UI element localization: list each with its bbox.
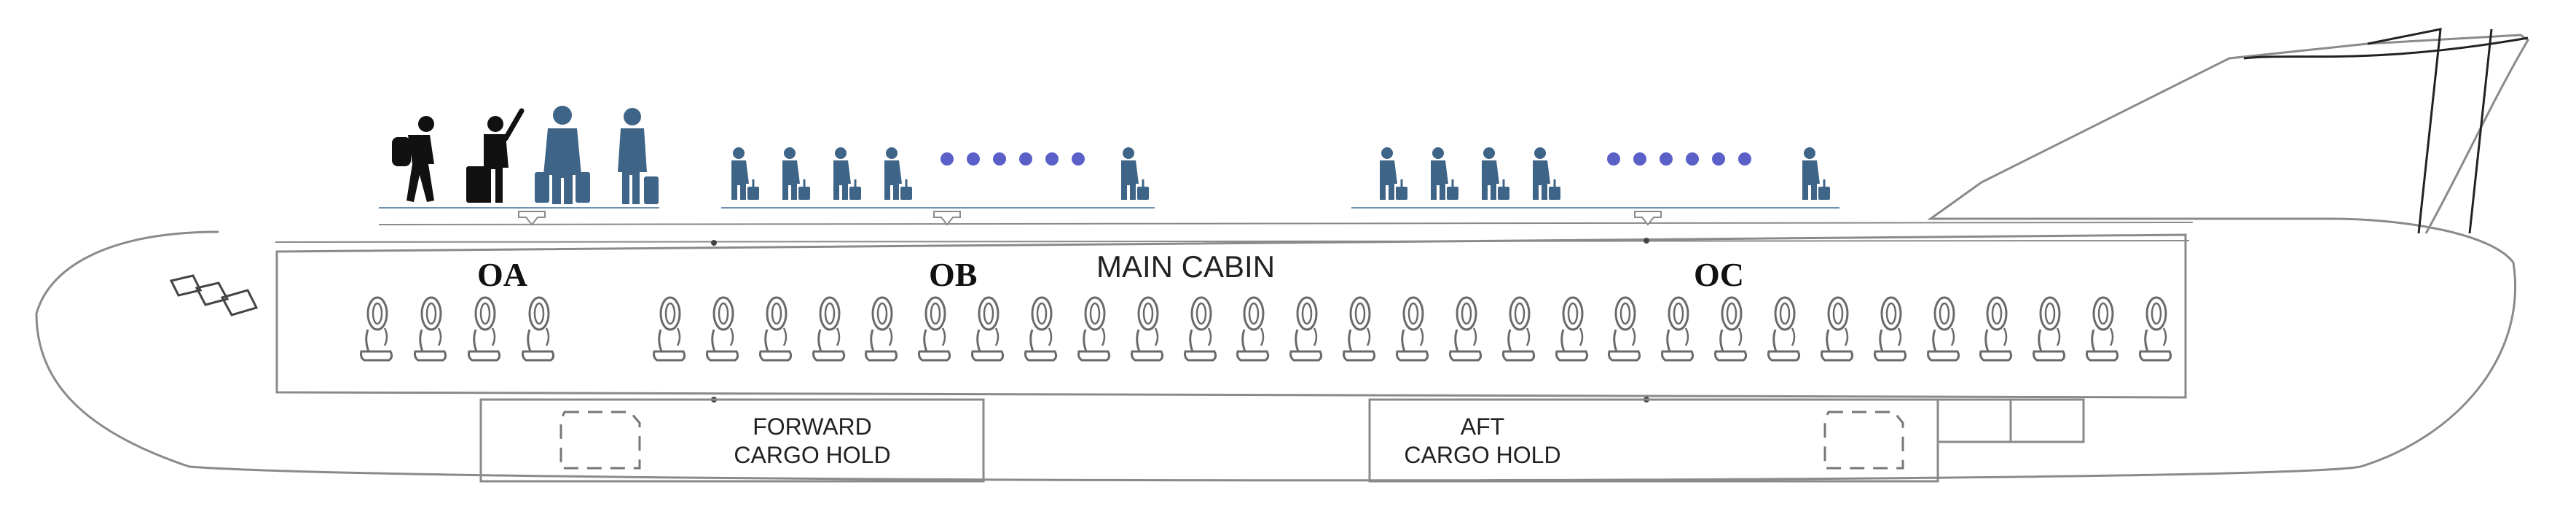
ellipsis-dot	[993, 152, 1006, 166]
passenger-with-luggage-icon	[1378, 146, 1409, 201]
seat-icon	[522, 296, 555, 362]
passenger-with-luggage-icon	[883, 146, 914, 201]
seat-icon	[2139, 296, 2172, 362]
seat-icon	[1077, 296, 1111, 362]
boarding-queue-oa	[379, 106, 659, 225]
cabin-outline	[275, 233, 2187, 399]
seat-icon	[1396, 296, 1429, 362]
seat-icon	[2033, 296, 2066, 362]
seat-icon	[1979, 296, 2013, 362]
seat-icon	[865, 296, 898, 362]
door-arrow-icon	[933, 211, 961, 225]
ellipsis-dot	[1633, 152, 1646, 166]
seat-icon	[1343, 296, 1376, 362]
ellipsis-dot	[1712, 152, 1725, 166]
door-arrow-icon	[518, 211, 546, 225]
ellipsis-dot	[1738, 152, 1751, 166]
ellipsis-dot	[1072, 152, 1085, 166]
ellipsis-dot	[1686, 152, 1699, 166]
seat-icon	[653, 296, 686, 362]
container-icon	[559, 411, 641, 470]
seat-icon	[1502, 296, 1536, 362]
aft-hold-label-line2: CARGO HOLD	[1404, 442, 1560, 468]
ellipsis-dot	[941, 152, 954, 166]
ellipsis-dot	[1660, 152, 1673, 166]
traveler-icon	[618, 108, 659, 204]
forward-hold-label-line2: CARGO HOLD	[734, 442, 890, 468]
passenger-with-luggage-icon	[781, 146, 812, 201]
seat-icon	[706, 296, 739, 362]
seat-icon	[1874, 296, 1907, 362]
seat-icon	[360, 296, 393, 362]
seat-icon	[414, 296, 447, 362]
boarding-queue-oc	[1351, 146, 1839, 225]
forward-hold-label-line1: FORWARD	[753, 413, 872, 440]
seat-icon	[918, 296, 951, 362]
passenger-with-luggage-icon	[1531, 146, 1562, 201]
seat-icon	[1449, 296, 1483, 362]
backpacker-icon	[392, 116, 434, 202]
passenger-with-luggage-icon	[1480, 146, 1511, 201]
cockpit-windows	[169, 274, 259, 316]
zone-label-oa: OA	[477, 256, 527, 293]
seat-icon	[971, 296, 1005, 362]
seat-icon	[1289, 296, 1323, 362]
seat-icon	[1927, 296, 1960, 362]
seat-icon	[1767, 296, 1801, 362]
ellipsis-dot	[1607, 152, 1620, 166]
zone-label-oc: OC	[1694, 256, 1744, 293]
forward-cargo-hold: FORWARD CARGO HOLD	[479, 398, 985, 483]
passenger-with-luggage-icon	[1801, 146, 1831, 201]
seat-icon	[1131, 296, 1164, 362]
passenger-with-luggage-icon	[832, 146, 863, 201]
ellipsis-dot	[967, 152, 980, 166]
fuselage-belly-line	[378, 222, 2194, 225]
seat-icon	[2086, 296, 2119, 362]
seat-icon	[1714, 296, 1748, 362]
seat-icon	[1024, 296, 1058, 362]
seat-icon	[759, 296, 793, 362]
passenger-with-luggage-icon	[1429, 146, 1460, 201]
seat-icon	[1555, 296, 1589, 362]
aft-cargo-hold: AFT CARGO HOLD	[1368, 398, 2085, 483]
seat-rows	[360, 296, 2172, 362]
aft-hold-label-line1: AFT	[1461, 413, 1504, 440]
seat-icon	[468, 296, 501, 362]
main-cabin-label: MAIN CABIN	[1096, 249, 1275, 284]
seat-icon	[1184, 296, 1217, 362]
seat-icon	[1821, 296, 1854, 362]
passenger-with-luggage-icon	[1120, 146, 1150, 201]
traveler-with-suitcase-icon	[466, 108, 525, 203]
tail-fin	[2243, 28, 2529, 234]
seat-icon	[1608, 296, 1641, 362]
seat-icon	[812, 296, 846, 362]
zone-label-ob: OB	[929, 256, 977, 293]
passenger-with-luggage-icon	[730, 146, 761, 201]
traveler-with-trolley-icon	[535, 106, 590, 204]
fuselage	[35, 28, 2529, 482]
container-icon	[1823, 411, 1904, 470]
ellipsis-dot	[1019, 152, 1032, 166]
fuselage-outline	[35, 34, 2529, 482]
boarding-queue-ob	[721, 146, 1155, 225]
seat-icon	[1236, 296, 1270, 362]
seat-icon	[1661, 296, 1695, 362]
ellipsis-dot	[1045, 152, 1059, 166]
main-cabin: OA OB MAIN CABIN OC	[275, 233, 2190, 403]
